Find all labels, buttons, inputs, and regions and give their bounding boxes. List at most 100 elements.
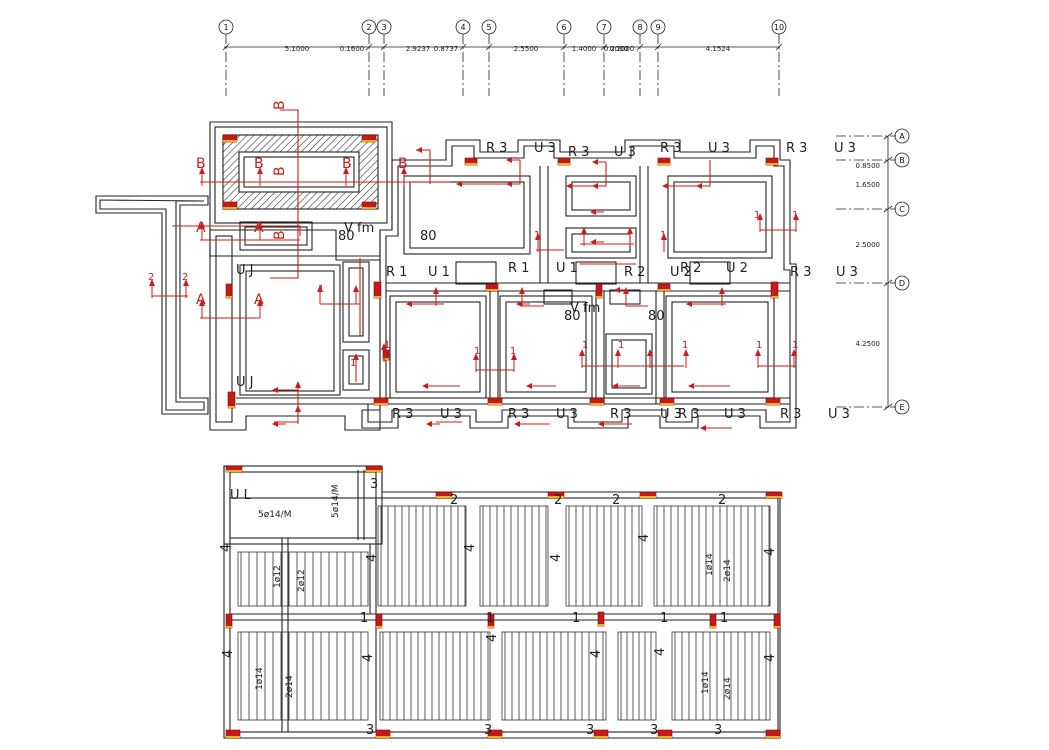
arrow-head xyxy=(535,233,541,240)
grid-bubble xyxy=(894,275,910,291)
arrow-head xyxy=(295,405,301,412)
dim-tick xyxy=(883,279,893,287)
footing-label: U 3 xyxy=(828,407,850,422)
bar-mark: 4 xyxy=(637,534,652,542)
column-edge xyxy=(488,736,502,738)
column-edge xyxy=(774,626,780,628)
arrow-head xyxy=(686,301,692,307)
column-edge xyxy=(596,296,602,298)
arrow-head xyxy=(696,183,702,189)
arrow-head xyxy=(272,387,278,393)
bar-callout: 5ø14/M xyxy=(331,485,341,518)
arrow-head xyxy=(688,383,694,389)
arrow-head xyxy=(506,181,512,187)
bar-zone xyxy=(653,505,771,607)
bar-mark: 4 xyxy=(653,648,668,656)
column-edge xyxy=(226,470,242,472)
bar-mark: 4 xyxy=(361,654,376,662)
arrow-head xyxy=(592,159,598,165)
bar-mark: 3 xyxy=(484,723,492,738)
dim-tick xyxy=(883,205,893,213)
dimension-80: 80 xyxy=(420,229,437,244)
section-number: 1 xyxy=(534,230,540,241)
bar-zone xyxy=(671,631,771,721)
section-number: 1 xyxy=(384,340,390,351)
arrow-head xyxy=(719,287,725,294)
bar-mark: 4 xyxy=(221,650,236,658)
dimension-80: 80 xyxy=(564,309,581,324)
bar-zone xyxy=(377,505,467,607)
footing-label: R 1 xyxy=(386,265,407,280)
section-arrows xyxy=(149,147,799,431)
section-number: 1 xyxy=(660,230,666,241)
bar-callout: 2ø12 xyxy=(297,569,307,592)
arrow-head xyxy=(422,383,428,389)
section-letter: A xyxy=(254,292,264,308)
grid-label-right: C xyxy=(899,205,905,214)
arrow-head xyxy=(381,343,387,350)
arrow-head xyxy=(590,209,596,215)
arrow-head xyxy=(700,425,706,431)
arrow-head xyxy=(506,157,512,163)
section-number: 1 xyxy=(792,210,798,221)
section-number: 2 xyxy=(182,272,188,283)
column-edge xyxy=(374,403,388,405)
arrow-head xyxy=(683,349,689,356)
bar-mark: 2 xyxy=(718,493,726,508)
column-edge xyxy=(658,736,672,738)
bar-mark: 3 xyxy=(370,477,378,492)
reinforcement-bars xyxy=(237,505,771,721)
arrow-head xyxy=(343,167,349,174)
column xyxy=(597,611,605,627)
arrow-head xyxy=(615,349,621,356)
dimension-text: 1.4000 xyxy=(572,45,597,53)
dimension-text: 4.1524 xyxy=(706,45,731,53)
arrow-head xyxy=(647,349,653,356)
column-edge xyxy=(465,163,477,165)
arrow-head xyxy=(199,299,205,306)
level-label: V fm xyxy=(570,301,600,316)
bar-mark: 1 xyxy=(660,611,668,626)
grid-label-top: 5 xyxy=(486,23,491,32)
column xyxy=(225,283,233,299)
footing-label: R 2 xyxy=(624,265,645,280)
footing-label: U 3 xyxy=(834,141,856,156)
column-edge xyxy=(488,403,502,405)
column-edge xyxy=(228,406,235,408)
plan2-ul-label: U L xyxy=(0,0,1,1)
column-edge xyxy=(590,403,604,405)
section-letter: A xyxy=(254,220,264,236)
bar-mark: 2 xyxy=(554,493,562,508)
column-edge xyxy=(376,736,390,738)
grid-axis-right xyxy=(836,135,896,408)
arrow-head xyxy=(406,301,412,307)
footing-label: U 3 xyxy=(556,407,578,422)
bar-mark: 1 xyxy=(360,611,368,626)
column-edge xyxy=(766,163,778,165)
arrow-head xyxy=(272,421,278,427)
footing-label: U 3 xyxy=(614,145,636,160)
arrow-head xyxy=(612,383,618,389)
grid-label-top: 9 xyxy=(655,23,660,32)
footing-label: U 3 xyxy=(708,141,730,156)
bar-callout: 2ø14 xyxy=(285,675,295,698)
column-edge xyxy=(766,403,780,405)
footing-label: U 3 xyxy=(534,141,556,156)
arrow-head xyxy=(199,221,205,228)
section-number: 1 xyxy=(582,340,588,351)
column xyxy=(595,283,603,299)
column-edge xyxy=(710,626,716,628)
bar-callout: 1ø14 xyxy=(705,553,715,576)
column-edge xyxy=(598,624,604,626)
footing-label: U J xyxy=(236,263,253,278)
footing-label: U 3 xyxy=(836,265,858,280)
grid-bubble xyxy=(894,128,910,144)
section-number: 1 xyxy=(318,284,324,295)
bar-zone xyxy=(617,631,657,721)
column-edge xyxy=(548,496,564,498)
footing-label: U 3 xyxy=(440,407,462,422)
dimension-text: 2.9237 xyxy=(406,45,431,53)
section-letter: A xyxy=(196,292,206,308)
